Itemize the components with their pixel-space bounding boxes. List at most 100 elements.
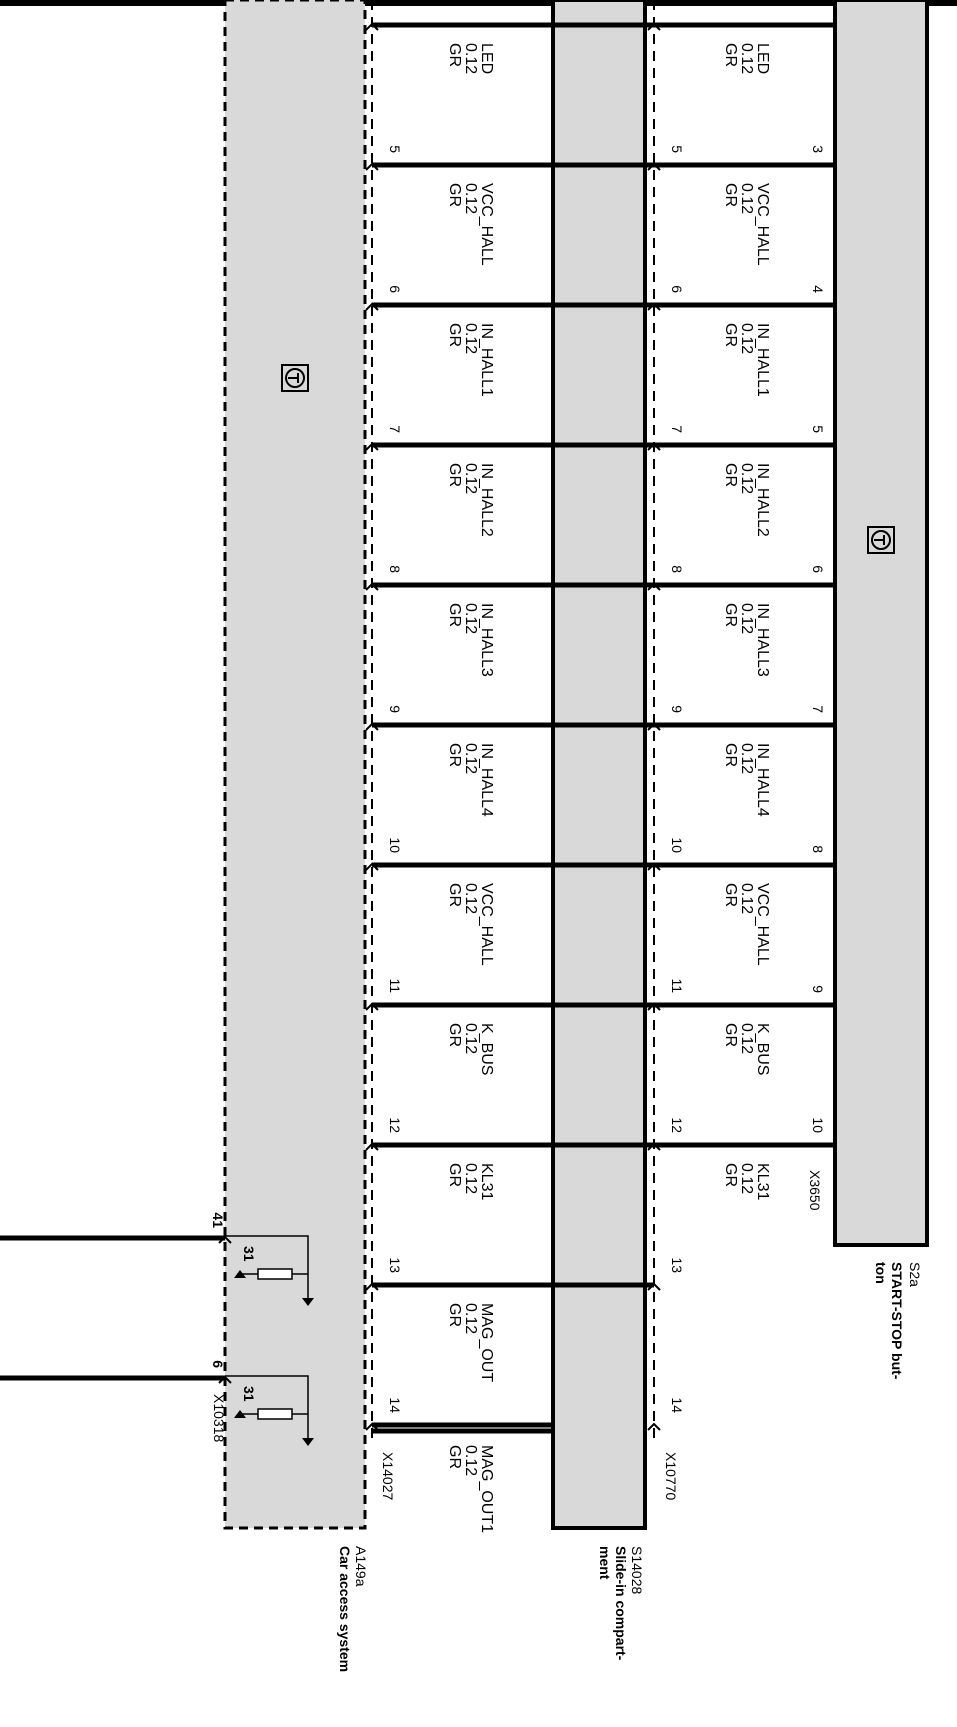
- pin-arrow-icon: [365, 1142, 379, 1151]
- wire-label: KL31: [754, 1163, 771, 1200]
- wire-label: GR: [722, 743, 739, 767]
- resistor-icon: [257, 1408, 293, 1420]
- wire-label: GR: [446, 323, 463, 347]
- wire-label: GR: [722, 323, 739, 347]
- pin-arrow-icon: [365, 582, 379, 591]
- a149a-pin-number: 12: [387, 1117, 403, 1133]
- wire-label: IN_HALL1: [754, 323, 771, 397]
- wire-label: GR: [446, 1023, 463, 1047]
- wire-label: IN_HALL3: [754, 603, 771, 677]
- a149a-id: A149a: [353, 1546, 369, 1587]
- wire-label: GR: [722, 463, 739, 487]
- wire-label: 0.12: [462, 1445, 479, 1476]
- wire-label: 0.12: [738, 1023, 755, 1054]
- x10318-pin-number: 41: [210, 1212, 226, 1228]
- wire-label: GR: [722, 1163, 739, 1187]
- a149a-pin-number: 11: [387, 978, 403, 993]
- wire-label: 0.12: [738, 743, 755, 774]
- s2a-pin-number: 6: [810, 565, 826, 573]
- wire-label: 0.12: [738, 883, 755, 914]
- wire-label: MAG_OUT1: [478, 1445, 495, 1533]
- wire-label: GR: [446, 883, 463, 907]
- a149a-module-block: [223, 0, 367, 1530]
- wire-label: GR: [722, 883, 739, 907]
- s14028-pin-number: 5: [669, 145, 685, 153]
- pin-arrow-icon: [647, 582, 661, 591]
- a149a-pin-number: 9: [387, 705, 403, 713]
- s14028-connector-label: X10770: [663, 1452, 679, 1500]
- pin-arrow-icon: [647, 302, 661, 311]
- wire-label: GR: [446, 603, 463, 627]
- pin-arrow-icon: [365, 862, 379, 871]
- wire-label: KL31: [478, 1163, 495, 1200]
- s2a-pin-number: 9: [810, 985, 826, 993]
- s14028-name: ment: [597, 1546, 613, 1580]
- s2a-connector-label: X3650: [807, 1170, 823, 1211]
- a149a-name: Car access system: [337, 1546, 353, 1672]
- s14028-pin-number: 11: [669, 978, 685, 993]
- s14028-id: S14028: [629, 1546, 645, 1594]
- wire-label: GR: [446, 1303, 463, 1327]
- wire-label: 0.12: [462, 183, 479, 214]
- wire-label: 0.12: [462, 1163, 479, 1194]
- pin-arrow-icon: [365, 302, 379, 311]
- wire-label: 0.12: [738, 463, 755, 494]
- x10318-connector-label: X10318: [211, 1394, 227, 1442]
- ground-icon: [302, 1438, 314, 1446]
- wire-label: 0.12: [462, 43, 479, 74]
- wire-label: GR: [446, 743, 463, 767]
- s14028-pin-number: 12: [669, 1117, 685, 1133]
- wire-label: 0.12: [462, 603, 479, 634]
- wire-rows: LED0.12GRLED0.12GR355VCC_HALL0.12GRVCC_H…: [365, 22, 835, 1533]
- pin-arrow-icon: [365, 1002, 379, 1011]
- wire-label: VCC_HALL: [754, 183, 771, 266]
- wire-label: LED: [478, 43, 495, 74]
- s14028-pin-number: 14: [669, 1397, 685, 1413]
- wire-label: GR: [446, 43, 463, 67]
- pin-arrow-icon: [647, 862, 661, 871]
- s2a-pin-number: 10: [810, 1117, 826, 1133]
- ground-icon: [234, 1270, 246, 1278]
- wire-label: IN_HALL3: [478, 603, 495, 677]
- wire-label: 0.12: [738, 43, 755, 74]
- wire-label: GR: [446, 1163, 463, 1187]
- wire-label: GR: [446, 1445, 463, 1469]
- pin-arrow-icon: [365, 22, 379, 31]
- a149a-pin-number: 14: [387, 1397, 403, 1413]
- resistor-icon: [257, 1268, 293, 1280]
- s2a-module-icon: [867, 526, 895, 554]
- x14027-connector-label: X14027: [380, 1452, 396, 1500]
- internal-link-line: [225, 1235, 309, 1274]
- a149a-pin-number: 13: [387, 1257, 403, 1273]
- wire-label: VCC_HALL: [478, 183, 495, 266]
- wire-label: K_BUS: [754, 1023, 771, 1075]
- wire-label: GR: [722, 1023, 739, 1047]
- s2a-pin-number: 5: [810, 425, 826, 433]
- s2a-pin-number: 4: [810, 285, 826, 293]
- pin-arrow-icon: [647, 722, 661, 731]
- a149a-pin-number: 7: [387, 425, 403, 433]
- s2a-pin-number: 3: [810, 145, 826, 153]
- wire-label: GR: [722, 183, 739, 207]
- wire-label: IN_HALL2: [478, 463, 495, 537]
- s14028-pin-number: 7: [669, 425, 685, 433]
- s14028-module-block: [551, 0, 647, 1530]
- pin-arrow-icon: [647, 1422, 661, 1431]
- s2a-name: ton: [873, 1262, 889, 1284]
- wire-label: GR: [722, 43, 739, 67]
- resistor-pin-number: 31: [241, 1386, 257, 1402]
- wire-label: 0.12: [738, 183, 755, 214]
- a149a-pin-number: 8: [387, 565, 403, 573]
- s14028-pin-number: 10: [669, 837, 685, 853]
- x10318-pin-number: 6: [210, 1360, 226, 1368]
- wire-label: GR: [722, 603, 739, 627]
- s2a-name: START-STOP but-: [889, 1262, 905, 1380]
- wire-label: GR: [446, 183, 463, 207]
- wire-label: 0.12: [738, 1163, 755, 1194]
- pin-arrow-icon: [647, 1002, 661, 1011]
- pin-arrow-icon: [365, 442, 379, 451]
- wire-label: LED: [754, 43, 771, 74]
- s14028-pin-number: 9: [669, 705, 685, 713]
